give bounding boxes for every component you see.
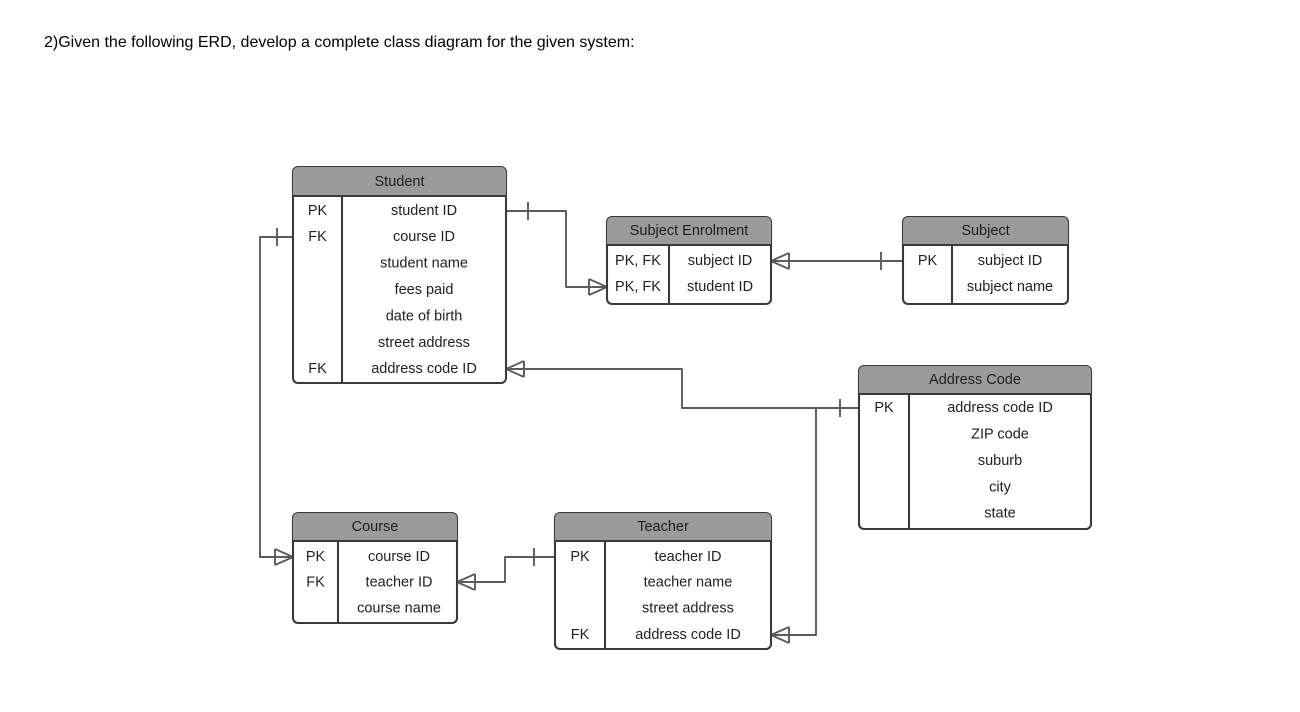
attr-key: FK xyxy=(308,229,327,245)
attr-name: course name xyxy=(357,600,441,616)
entity-title: Teacher xyxy=(637,519,689,535)
cardinality-many-crowfoot xyxy=(770,626,790,644)
attr-name: street address xyxy=(642,600,734,616)
entity-title: Address Code xyxy=(929,372,1021,388)
attr-name: state xyxy=(984,505,1015,521)
attr-name: teacher name xyxy=(644,574,733,590)
entity-student[interactable]: Student PK student ID FK course ID stude… xyxy=(291,165,508,385)
attr-name: teacher ID xyxy=(366,574,433,590)
attr-name: subject ID xyxy=(688,253,752,269)
attr-name: address code ID xyxy=(635,627,741,643)
attr-name: address code ID xyxy=(371,361,477,377)
entity-teacher[interactable]: Teacher PK teacher ID teacher name stree… xyxy=(553,511,773,651)
question-text: Given the following ERD, develop a compl… xyxy=(58,34,635,51)
relationship-course-to-teacher xyxy=(456,548,555,591)
entity-address-code[interactable]: Address Code PK address code ID ZIP code… xyxy=(857,364,1093,531)
attr-name: student ID xyxy=(391,203,457,219)
attr-key: FK xyxy=(308,361,327,377)
entity-title: Course xyxy=(352,519,399,535)
attr-name: fees paid xyxy=(395,282,454,298)
relationship-student-to-course xyxy=(259,228,294,566)
entity-title: Subject xyxy=(961,223,1009,239)
relationship-student-to-address-code xyxy=(505,360,859,417)
cardinality-many-crowfoot xyxy=(274,548,294,566)
attr-name: course ID xyxy=(393,229,455,245)
entity-title: Subject Enrolment xyxy=(630,223,748,239)
attr-name: subject ID xyxy=(978,253,1042,269)
question-number: 2) xyxy=(44,34,59,51)
attr-name: suburb xyxy=(978,453,1022,469)
question-heading: 2) Given the following ERD, develop a co… xyxy=(44,34,635,52)
attr-name: date of birth xyxy=(386,308,463,324)
attr-name: course ID xyxy=(368,549,430,565)
attr-key: PK, FK xyxy=(615,253,661,269)
cardinality-many-crowfoot xyxy=(505,360,525,378)
attr-name: address code ID xyxy=(947,400,1053,416)
entity-subject[interactable]: Subject PK subject ID subject name xyxy=(901,215,1070,306)
attr-name: student name xyxy=(380,255,468,271)
attr-name: teacher ID xyxy=(655,549,722,565)
attr-name: city xyxy=(989,479,1012,495)
cardinality-many-crowfoot xyxy=(588,278,608,296)
attr-key: PK xyxy=(570,549,590,565)
cardinality-many-crowfoot xyxy=(770,252,790,270)
attr-name: street address xyxy=(378,335,470,351)
entity-course[interactable]: Course PK course ID FK teacher ID course… xyxy=(291,511,459,625)
attr-key: PK xyxy=(308,203,328,219)
attr-name: ZIP code xyxy=(971,426,1029,442)
attr-key: PK, FK xyxy=(615,279,661,295)
relationship-student-to-subject-enrolment xyxy=(506,202,608,296)
attr-key: PK xyxy=(918,253,938,269)
attr-name: subject name xyxy=(967,279,1053,295)
attr-key: PK xyxy=(874,400,894,416)
relationship-layer xyxy=(259,202,903,644)
attr-key: PK xyxy=(306,549,326,565)
attr-name: student ID xyxy=(687,279,753,295)
relationship-teacher-to-address-code xyxy=(770,407,859,644)
entity-subject-enrolment[interactable]: Subject Enrolment PK, FK subject ID PK, … xyxy=(605,215,773,306)
attr-key: FK xyxy=(571,627,590,643)
relationship-subject-enrolment-to-subject xyxy=(770,252,903,270)
entity-title: Student xyxy=(375,174,425,190)
attr-key: FK xyxy=(306,574,325,590)
cardinality-many-crowfoot xyxy=(456,573,476,591)
